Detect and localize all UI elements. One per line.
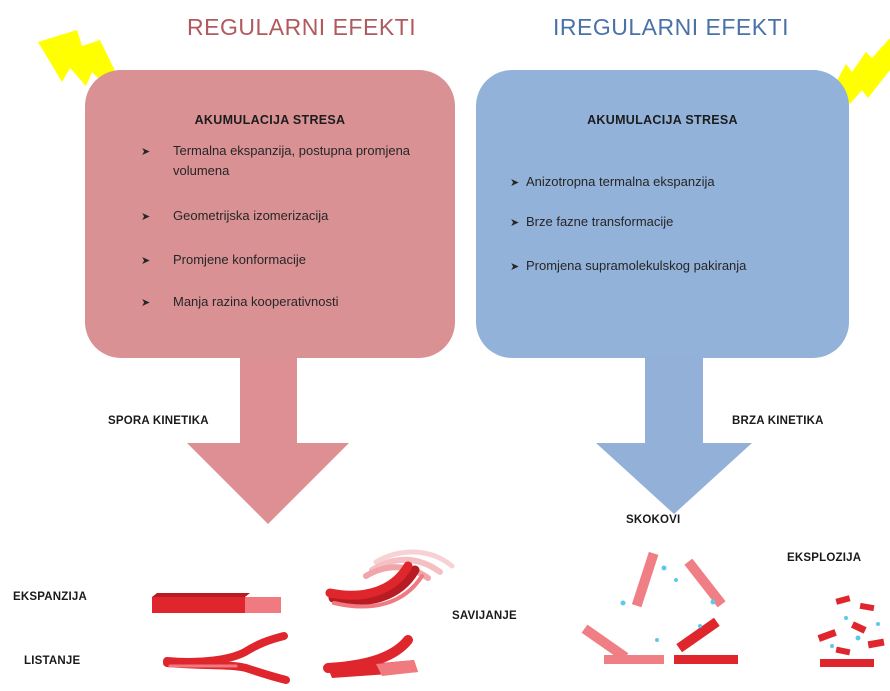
list-item: Promjena supramolekulskog pakiranja xyxy=(526,258,747,273)
title-irregular-effects: IREGULARNI EFEKTI xyxy=(553,14,789,40)
expansion-crystal xyxy=(152,593,281,613)
down-arrow-icon xyxy=(187,356,349,524)
box-heading: AKUMULACIJA STRESA xyxy=(587,113,738,127)
bullet-arrow-icon: ➤ xyxy=(510,177,520,189)
right-effects-box: AKUMULACIJA STRESA ➤ Anizotropna termaln… xyxy=(476,70,849,358)
lightning-bolt-icon xyxy=(38,30,138,118)
explosion-label: EKSPLOZIJA xyxy=(787,552,862,564)
list-item: Geometrijska izomerizacija xyxy=(173,208,329,223)
down-arrow-icon xyxy=(596,356,752,514)
list-item: Anizotropna termalna ekspanzija xyxy=(526,174,715,189)
peeling-crystal xyxy=(163,632,290,684)
bullet-arrow-icon: ➤ xyxy=(141,297,151,309)
jumping-crystals xyxy=(581,551,738,664)
bullet-arrow-icon: ➤ xyxy=(510,261,520,273)
list-item: Manja razina kooperativnosti xyxy=(173,294,339,309)
bullet-arrow-icon: ➤ xyxy=(510,217,520,229)
peeling-label: LISTANJE xyxy=(24,655,81,667)
left-effects-box: AKUMULACIJA STRESA ➤ Termalna ekspanzija… xyxy=(85,70,455,358)
bullet-arrow-icon: ➤ xyxy=(141,211,151,223)
title-regular-effects: REGULARNI EFEKTI xyxy=(187,14,417,40)
bullet-arrow-icon: ➤ xyxy=(141,255,151,267)
bending-label: SAVIJANJE xyxy=(452,610,517,622)
fast-kinetics-label: BRZA KINETIKA xyxy=(732,415,824,427)
jumping-label: SKOKOVI xyxy=(626,514,681,526)
bending-crystal xyxy=(325,549,455,609)
list-item: Promjene konformacije xyxy=(173,252,306,267)
box-heading: AKUMULACIJA STRESA xyxy=(194,113,346,127)
list-item: Termalna ekspanzija, postupna promjena v… xyxy=(173,143,411,178)
bending-crystal xyxy=(323,635,418,678)
list-item: Brze fazne transformacije xyxy=(526,214,674,229)
explosion-crystals xyxy=(817,595,885,667)
bullet-arrow-icon: ➤ xyxy=(141,146,151,158)
slow-kinetics-label: SPORA KINETIKA xyxy=(108,415,209,427)
expansion-label: EKSPANZIJA xyxy=(13,591,87,603)
